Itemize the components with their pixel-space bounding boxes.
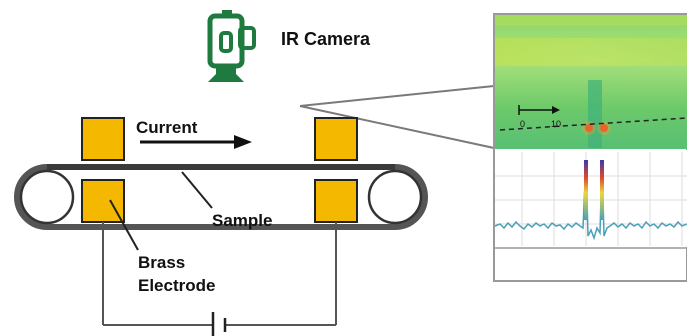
thermal-warm-band [495,38,687,66]
view-line-top [299,85,495,107]
view-line-bottom [299,105,495,149]
battery-icon [211,312,227,336]
top-left-electrode [81,117,125,161]
right-roller [367,169,423,225]
thermal-inset: 0 10 [493,13,687,282]
profile-plot [495,150,687,247]
scale-mark-label: 10 [551,119,561,129]
sample-belt [14,164,428,230]
top-right-electrode [314,117,358,161]
hot-spot-1 [585,124,593,132]
scale-start-label: 0 [520,119,525,129]
temperature-trace [494,159,687,241]
peak-1 [584,160,588,220]
sample-line-dashed [499,117,687,131]
electrode-label-line2: Electrode [138,276,215,295]
bottom-right-electrode [314,179,358,223]
ir-camera-label: IR Camera [281,29,371,49]
left-roller [19,169,75,225]
profile-grid [495,152,687,246]
sample-label: Sample [212,211,272,230]
bottom-left-electrode [81,179,125,223]
electrode-leader-line [109,199,139,251]
peak-2 [600,160,604,220]
electrode-label-line1: Brass [138,253,185,272]
circuit-wire [102,222,337,326]
current-arrow [140,135,252,149]
ir-camera-icon [207,10,256,82]
thermal-cool-streak [588,80,602,148]
current-label: Current [136,118,198,137]
sample-leader-line [181,171,213,209]
hot-spot-2 [600,124,608,132]
